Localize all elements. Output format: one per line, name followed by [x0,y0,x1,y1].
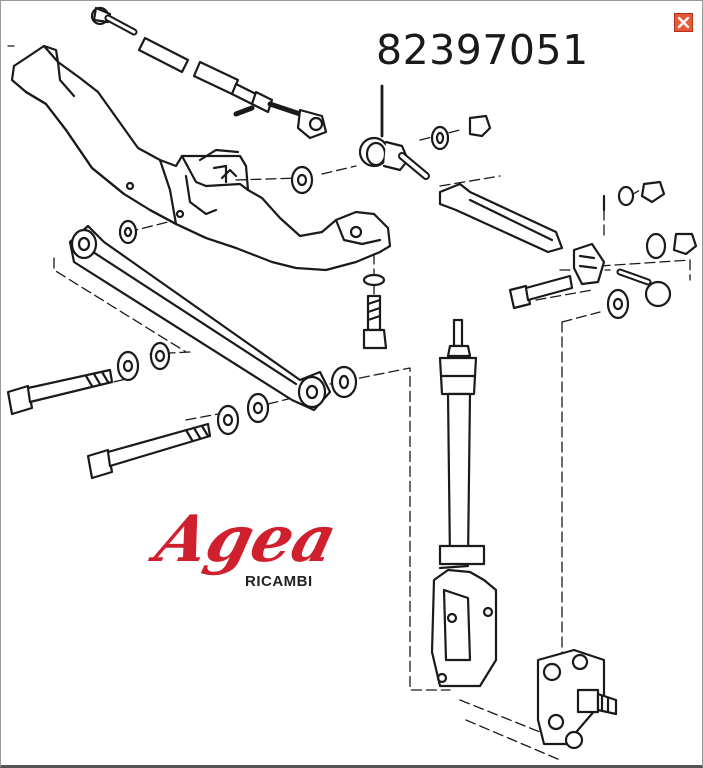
close-icon [677,16,690,29]
upper-link-right [438,180,698,320]
lower-control-arm [68,224,332,412]
shock-absorber [430,318,498,688]
long-bolt-upper [6,341,171,416]
brand-subtitle: RICAMBI [245,573,313,590]
part-number-label: 82397051 [376,26,589,74]
rear-crossmember [10,44,392,272]
wheel-hub-carrier [536,648,618,750]
brand-name: Agea [148,502,345,577]
long-bolt-lower [86,392,270,480]
crossmember-bolt [362,273,388,350]
washer [290,165,314,195]
brand-logo: Agea RICAMBI [149,502,344,603]
close-button[interactable] [674,13,693,32]
washer [118,219,138,245]
suspension-link-82397051 [358,84,492,180]
tie-rod-assembly [90,6,328,140]
